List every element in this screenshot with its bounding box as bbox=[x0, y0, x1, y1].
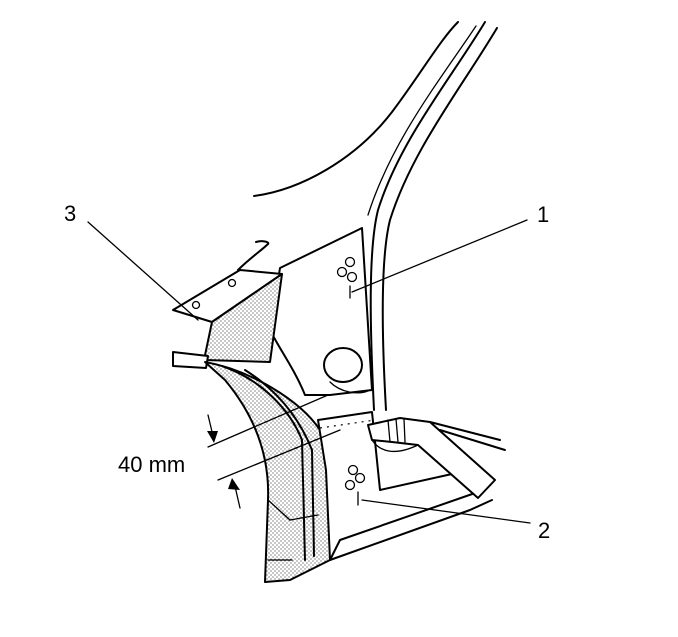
panel-hole bbox=[354, 472, 366, 484]
panel-hole bbox=[336, 266, 348, 278]
callout-label-2: 2 bbox=[538, 518, 550, 543]
pillar-frame bbox=[367, 21, 498, 411]
cutting-tool bbox=[367, 417, 506, 499]
callout-label-1: 1 bbox=[537, 202, 549, 227]
panel-hole bbox=[344, 256, 356, 268]
leader-line-2 bbox=[361, 499, 531, 524]
dimension-label: 40 mm bbox=[118, 452, 185, 477]
callout-label-3: 3 bbox=[64, 201, 76, 226]
roof-panel bbox=[253, 21, 459, 197]
panel-hole bbox=[347, 464, 359, 476]
arrow-head-upper bbox=[207, 431, 218, 443]
leader-line-3 bbox=[87, 221, 199, 321]
dimension-40mm bbox=[207, 394, 341, 509]
panel-hole bbox=[346, 271, 358, 283]
access-hole bbox=[323, 347, 363, 383]
quarter-inner-panel bbox=[269, 227, 373, 396]
callout-leaders bbox=[87, 219, 531, 524]
bracket bbox=[172, 240, 283, 369]
dimension-extension-lower bbox=[217, 429, 341, 481]
wheelhouse-panel bbox=[204, 361, 331, 583]
leader-line-1 bbox=[351, 219, 528, 293]
arrow-head-lower bbox=[228, 478, 240, 490]
dimension-extension-upper bbox=[207, 394, 329, 448]
panel-hole bbox=[344, 479, 356, 491]
